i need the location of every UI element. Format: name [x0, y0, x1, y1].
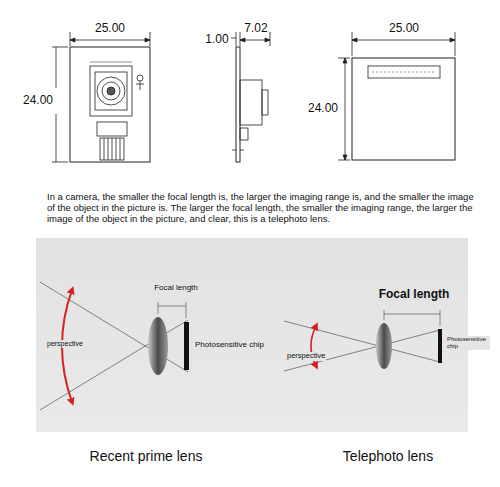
- prime-lens-diagram: [148, 317, 168, 375]
- front-view: [90, 62, 132, 63]
- front-view: [52, 47, 68, 48]
- side-view: [231, 38, 236, 39]
- telephoto-lens-diagram: [284, 310, 442, 371]
- callout-label: perspective: [286, 352, 326, 361]
- front-view: [150, 32, 151, 46]
- front-view: [95, 72, 127, 110]
- callout-label: Photosensitive chip: [446, 336, 490, 350]
- dimension-label: 7.02: [243, 22, 268, 36]
- back-view: [372, 72, 436, 73]
- front-view: [70, 47, 150, 162]
- side-view: [240, 128, 248, 140]
- front-view: [104, 138, 105, 160]
- telephoto-lens-diagram: [438, 329, 442, 363]
- prime-lens-diagram: [40, 282, 189, 410]
- telephoto-lens-diagram: [384, 314, 440, 315]
- side-view: [231, 32, 270, 162]
- front-view: [140, 81, 141, 90]
- front-view: [137, 75, 143, 81]
- front-view: [70, 32, 71, 46]
- prime-lens-diagram: [158, 306, 186, 307]
- callout-label: perspective: [46, 340, 84, 348]
- side-view: [236, 32, 237, 46]
- front-view: [70, 38, 150, 42]
- note-text: In a camera, the smaller the focal lengt…: [46, 192, 478, 225]
- back-view: [368, 66, 440, 78]
- caption-label: Recent prime lens: [89, 448, 204, 464]
- front-view: [52, 32, 150, 162]
- front-view: [56, 114, 57, 162]
- front-view: [116, 138, 117, 160]
- back-view: [338, 160, 350, 161]
- front-view: [52, 162, 68, 163]
- front-view: [112, 138, 113, 160]
- dimension-label: 24.00: [22, 94, 54, 108]
- back-view: [352, 40, 455, 41]
- telephoto-lens-diagram: [440, 310, 441, 326]
- front-view: [108, 138, 109, 160]
- telephoto-lens-diagram: [384, 310, 385, 320]
- prime-lens-diagram: [186, 302, 187, 318]
- side-view: [232, 150, 236, 151]
- side-view: [240, 80, 262, 125]
- front-view: [136, 84, 144, 85]
- dimension-label: 25.00: [94, 22, 126, 36]
- front-view: [97, 77, 125, 105]
- front-view: [90, 66, 132, 116]
- front-view: [97, 122, 127, 136]
- background-panel: [36, 238, 468, 432]
- back-view: [352, 32, 353, 56]
- prime-lens-diagram: [158, 302, 159, 314]
- dimension-label: 24.00: [307, 102, 339, 116]
- front-view: [100, 138, 124, 160]
- front-view: [107, 87, 115, 95]
- telephoto-lens-diagram: [284, 330, 440, 371]
- back-view: [455, 32, 456, 56]
- back-view: [352, 38, 455, 42]
- caption-label: Telephoto lens: [342, 448, 434, 464]
- side-view: [270, 32, 271, 46]
- front-view: [56, 47, 57, 88]
- front-view: [120, 138, 121, 160]
- telephoto-lens-diagram: [284, 321, 440, 362]
- side-view: [236, 47, 240, 162]
- back-view: [345, 58, 346, 160]
- back-view: [352, 58, 455, 160]
- side-view: [240, 150, 244, 151]
- back-view: [338, 32, 455, 160]
- side-view: [240, 38, 270, 42]
- prime-lens-diagram: [184, 322, 189, 370]
- callout-label: Focal length: [153, 283, 199, 292]
- front-view: [70, 40, 150, 41]
- side-view: [240, 32, 241, 46]
- telephoto-lens-diagram: [376, 323, 392, 369]
- dimension-label: 25.00: [388, 22, 420, 36]
- side-view: [262, 90, 268, 115]
- back-view: [338, 58, 350, 59]
- dimension-label: 1.00: [204, 33, 229, 47]
- callout-label: Photosensitive chip: [194, 340, 265, 349]
- back-view: [343, 58, 347, 160]
- callout-label: Focal length: [378, 288, 451, 302]
- front-view: [102, 82, 120, 100]
